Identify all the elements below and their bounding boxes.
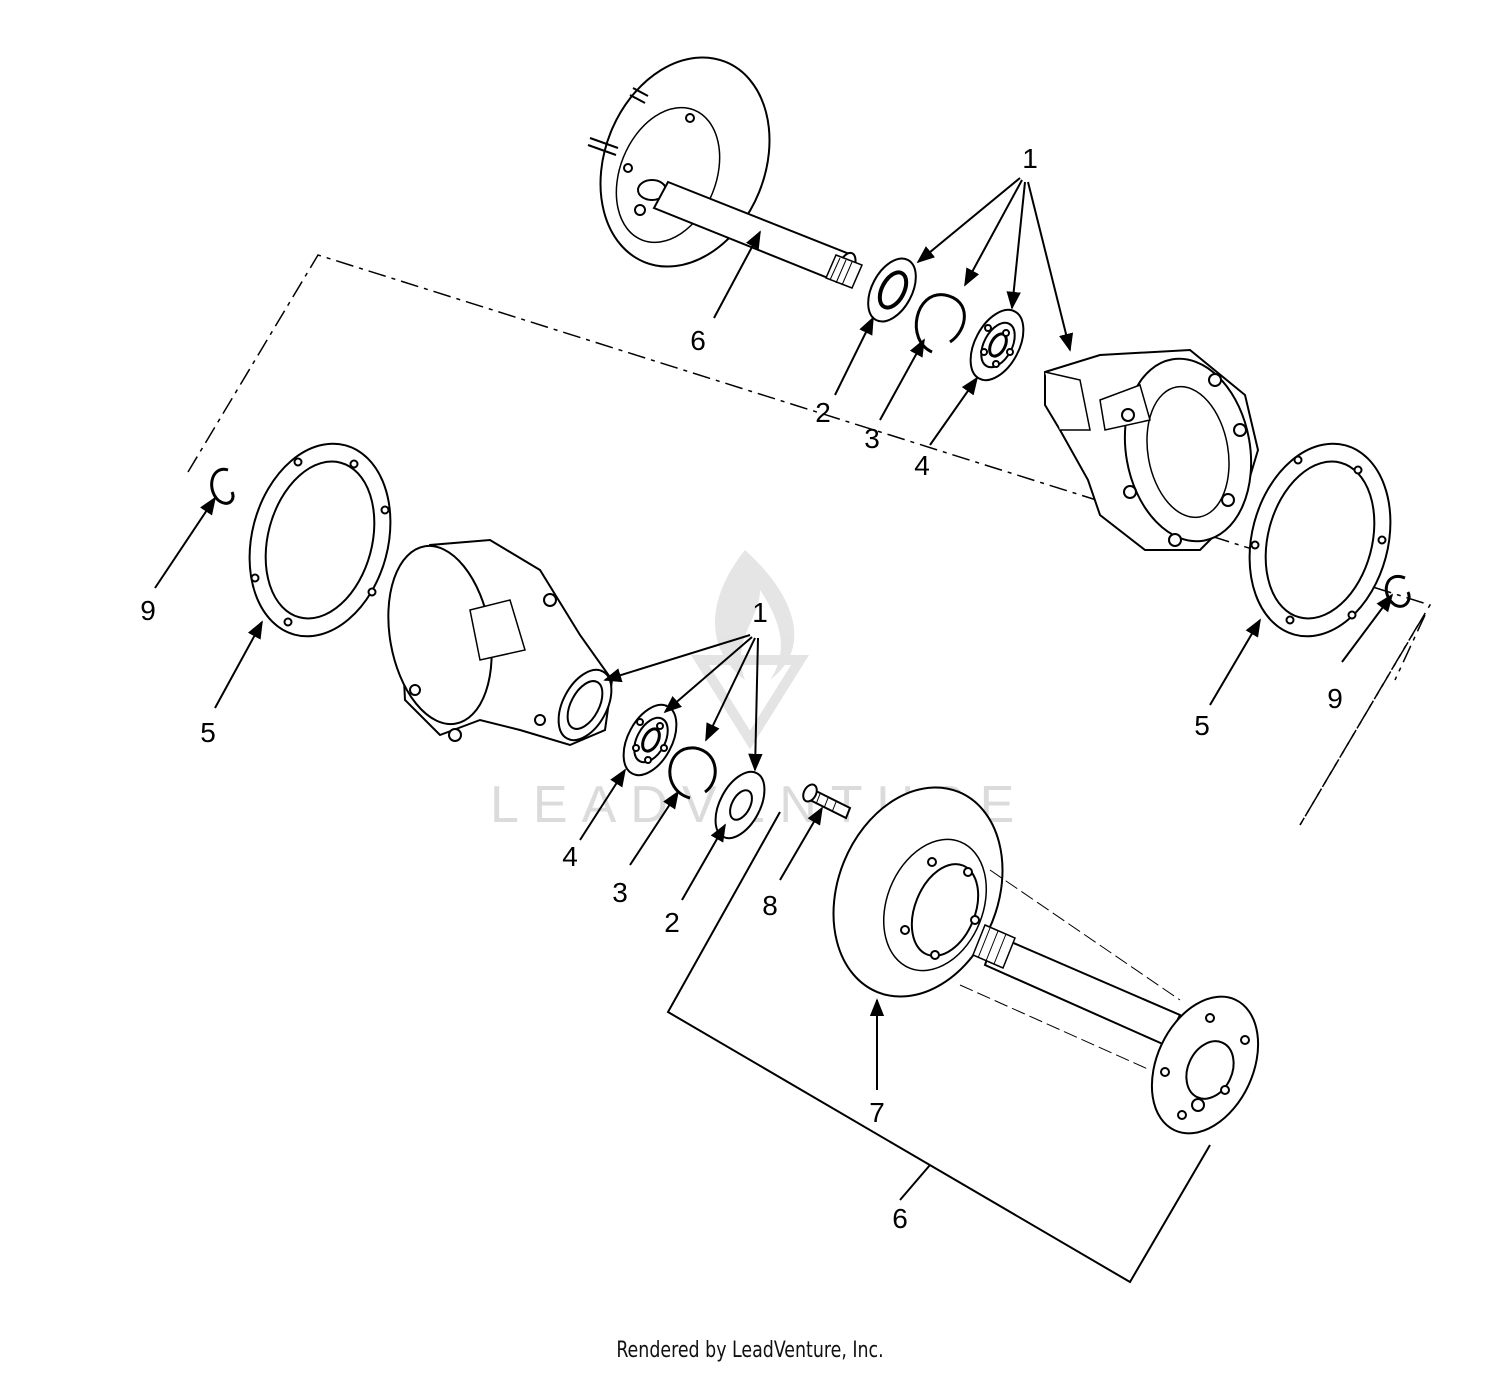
callout-bottom-7: 7 [869,1097,885,1128]
leader-lines [154,177,1394,1090]
bottom-axle-flange [1150,995,1260,1135]
callout-bottom-8: 8 [762,890,778,921]
top-bearing [969,308,1025,382]
top-housing [1044,348,1260,551]
callout-top-1: 1 [1022,143,1038,174]
assembly-bracket [666,811,1211,1284]
callout-left-9: 9 [140,595,156,626]
callout-top-3: 3 [864,423,880,454]
top-gasket [1248,442,1392,638]
clip-connector-lines [1299,614,1426,826]
bottom-brake-disc [832,786,1004,998]
alignment-lines [959,869,1181,1071]
footer-credit: Rendered by LeadVenture, Inc. [616,1338,884,1363]
callout-bottom-4: 4 [562,841,578,872]
callout-left-5: 5 [200,717,216,748]
callout-bottom-2: 2 [664,907,680,938]
callout-bottom-1: 1 [752,597,768,628]
callout-top-2: 2 [815,397,831,428]
top-e-clip [1384,574,1411,608]
bottom-gasket [248,442,392,638]
callout-bottom-6: 6 [892,1203,908,1234]
callout-bottom-3: 3 [612,877,628,908]
bottom-e-clip [210,467,235,505]
bottom-housing [387,538,614,747]
callout-right-5: 5 [1194,710,1210,741]
callout-6-leader [899,1164,931,1201]
callout-right-9: 9 [1327,683,1343,714]
callout-labels: 1 2 3 4 6 5 9 9 5 1 4 3 2 8 7 6 [140,143,1343,1234]
callout-top-4: 4 [914,450,930,481]
bottom-bolt [802,783,852,820]
bottom-snap-ring [668,746,717,800]
bottom-axle-shaft [972,924,1182,1047]
top-snap-ring [914,293,966,354]
bottom-axle-assembly [210,442,1260,1135]
top-seal [867,257,917,323]
callout-top-6: 6 [690,325,706,356]
bottom-bearing [622,703,678,777]
bottom-washer [714,770,766,840]
top-axle-assembly [587,56,1411,638]
